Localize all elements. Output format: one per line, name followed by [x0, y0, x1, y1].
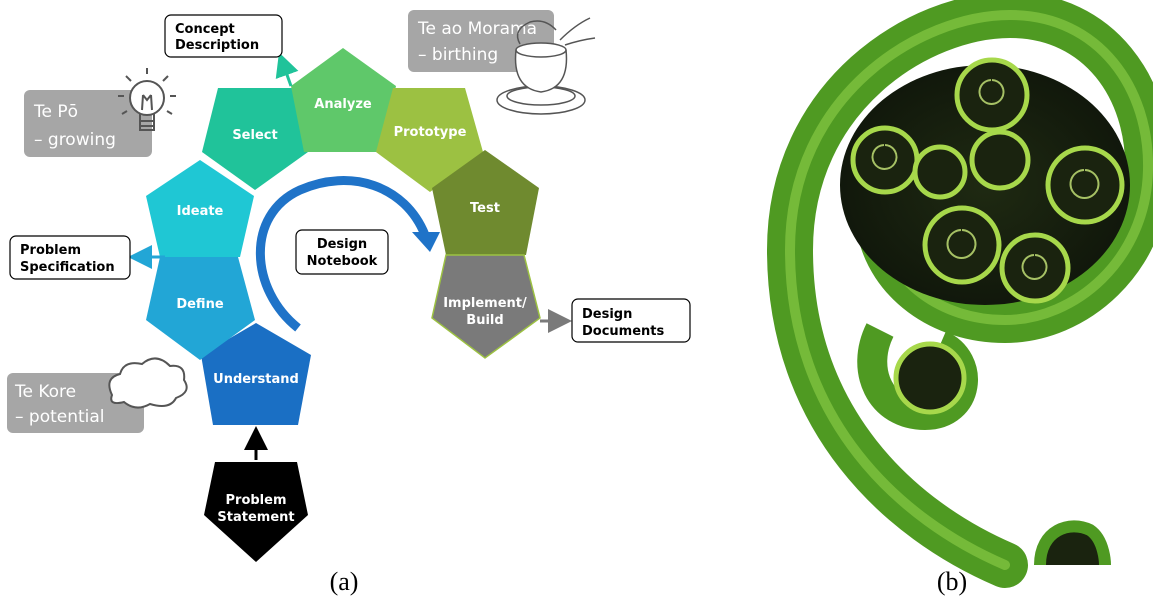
design-documents-line1: Design [582, 307, 632, 322]
ideate-label: Ideate [177, 204, 224, 219]
te-ao-line1: Te ao Morama [417, 19, 537, 39]
bottom-curl [1034, 520, 1111, 566]
prototype-label: Prototype [394, 125, 467, 140]
te-ao-line2: – birthing [418, 45, 498, 65]
implement-build-node: Implement/ Build [431, 254, 541, 359]
cycle-curve-arrow [255, 176, 430, 332]
ideate-node: Ideate [146, 160, 254, 257]
implement-label-line2: Build [466, 313, 503, 328]
problem-specification-box: Problem Specification [9, 235, 131, 280]
problem-statement-line1: Problem [226, 493, 287, 508]
concept-description-line2: Description [175, 38, 259, 53]
lightbulb-icon [118, 68, 176, 131]
pottery-wheel-icon [496, 17, 596, 115]
lower-curl [893, 341, 967, 415]
understand-label: Understand [213, 372, 299, 387]
test-node: Test [432, 150, 539, 255]
cycle-arrowhead [412, 232, 440, 252]
analyze-label: Analyze [314, 97, 372, 112]
cloud-icon [108, 357, 188, 409]
implement-label-line1: Implement/ [443, 296, 527, 311]
understand-node: Understand [201, 323, 311, 425]
define-label: Define [176, 297, 223, 312]
te-kore-line2: – potential [15, 407, 105, 427]
problem-specification-line1: Problem [20, 243, 81, 258]
caption-b: (b) [937, 567, 967, 596]
caption-a: (a) [330, 567, 359, 596]
select-label: Select [232, 128, 277, 143]
curled-fronds [850, 57, 1125, 304]
design-notebook-box: Design Notebook [295, 229, 389, 275]
panel-b-koru-fern-image: (b) [766, 0, 1153, 596]
panel-a-design-process: Problem Statement Understand Define Idea… [7, 10, 691, 596]
define-node: Define [146, 257, 255, 360]
design-documents-line2: Documents [582, 324, 665, 339]
problem-statement-line2: Statement [217, 510, 294, 525]
prototype-node: Prototype [376, 88, 483, 192]
design-documents-box: Design Documents [571, 298, 691, 343]
test-label: Test [470, 201, 500, 216]
problem-specification-line2: Specification [20, 260, 115, 275]
concept-description-line1: Concept [175, 22, 235, 37]
te-po-line2: – growing [34, 130, 116, 150]
te-po-line1: Te Pō [33, 102, 78, 122]
select-to-concept-arrow [275, 52, 299, 87]
analyze-node: Analyze [291, 48, 396, 152]
problem-statement-node: Problem Statement [204, 462, 308, 562]
te-po-phase-box: Te Pō – growing [24, 90, 152, 157]
concept-description-box: Concept Description [164, 14, 283, 58]
design-notebook-line1: Design [317, 237, 367, 252]
te-kore-line1: Te Kore [14, 382, 76, 402]
design-notebook-line2: Notebook [307, 254, 378, 269]
select-node: Select [202, 88, 308, 190]
